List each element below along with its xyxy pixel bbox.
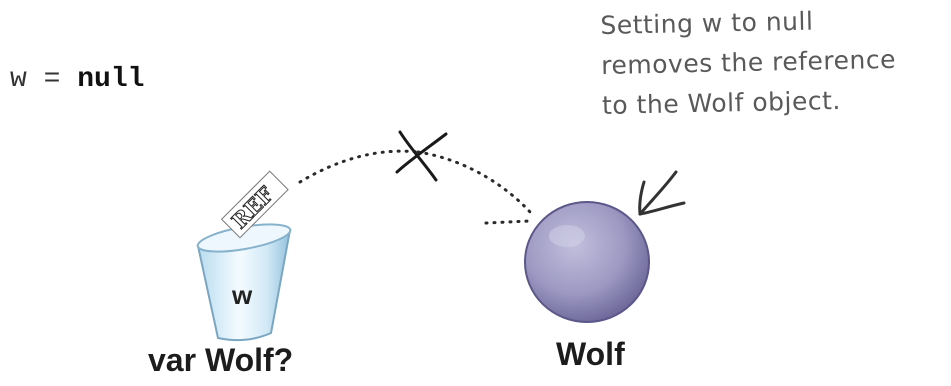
cup-caption: var Wolf? [148,342,293,379]
pointer-arrow-icon [640,172,684,214]
variable-cup: w [196,219,292,340]
object-caption: Wolf [556,336,625,373]
wolf-object-sphere [525,202,649,322]
cup-variable-name: w [231,280,253,310]
cut-mark-icon [397,132,446,180]
broken-reference-line [300,151,530,223]
